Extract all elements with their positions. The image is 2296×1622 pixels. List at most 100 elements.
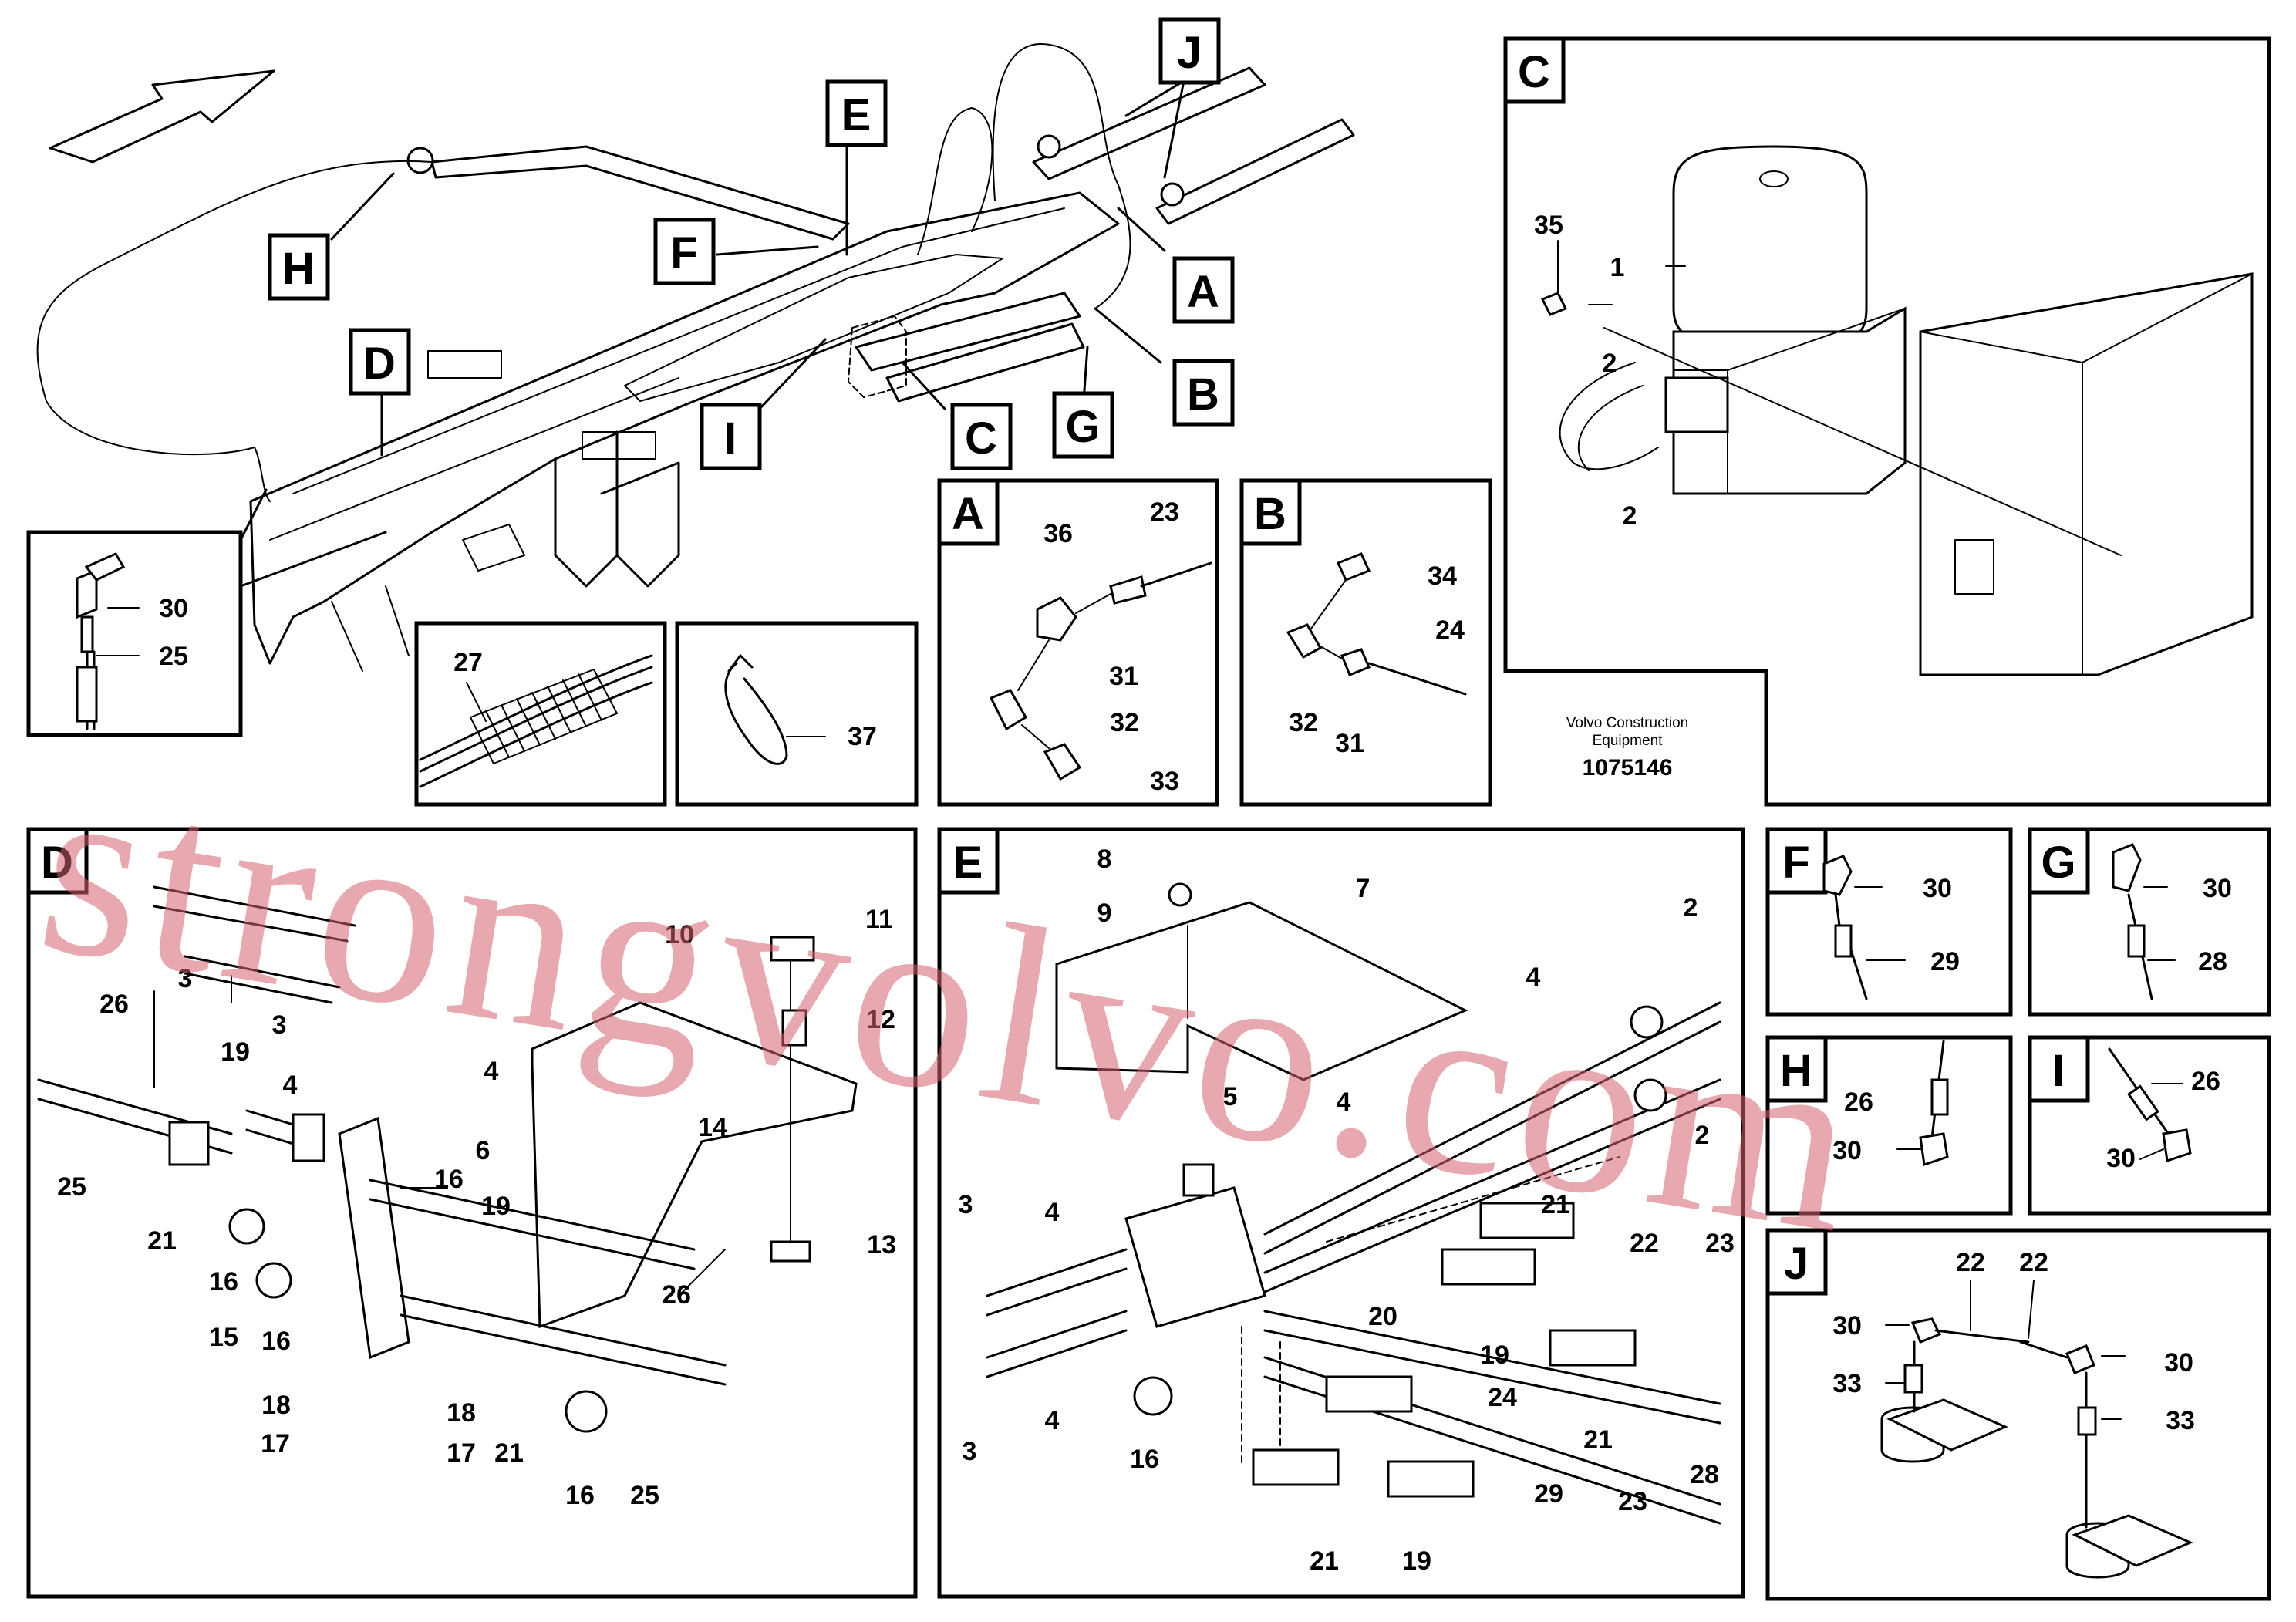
part-26b: 26 — [662, 1280, 691, 1310]
part-25: 25 — [159, 642, 188, 671]
detail-F-tag: F — [1782, 838, 1809, 888]
part-26: 26 — [99, 990, 129, 1019]
part-3b: 3 — [963, 1437, 977, 1466]
part-30: 30 — [1832, 1136, 1862, 1165]
part-25b: 25 — [630, 1481, 659, 1510]
detail-C-lubrication-unit: C 35 1 2 2 Volvo Construction Equipment … — [1503, 36, 2271, 807]
part-4b: 4 — [484, 1057, 499, 1086]
caption-line1: Volvo Construction — [1566, 715, 1688, 731]
part-26: 26 — [2191, 1067, 2220, 1096]
callout-E: E — [841, 90, 872, 140]
part-16b: 16 — [209, 1267, 238, 1297]
part-22b: 22 — [2019, 1248, 2048, 1277]
callout-F: F — [670, 228, 697, 278]
part-21c: 21 — [1310, 1546, 1339, 1576]
part-19a: 19 — [1480, 1340, 1509, 1370]
part-18a: 18 — [261, 1391, 291, 1420]
part-19b: 19 — [1402, 1546, 1431, 1576]
part-15: 15 — [209, 1323, 238, 1352]
callout-D: D — [363, 339, 396, 389]
part-21a: 21 — [1541, 1190, 1570, 1219]
inset-cable-tie: 37 — [675, 621, 919, 807]
callout-G: G — [1065, 402, 1100, 452]
detail-F: F 30 29 — [1765, 827, 2013, 1017]
detail-E-tag: E — [953, 838, 983, 888]
part-24: 24 — [1435, 615, 1465, 645]
part-33b: 33 — [2166, 1406, 2195, 1435]
detail-A-tag: A — [952, 489, 984, 539]
part-7: 7 — [1356, 874, 1371, 903]
part-36: 36 — [1043, 519, 1073, 548]
part-30b: 30 — [2164, 1348, 2193, 1378]
part-8: 8 — [1097, 845, 1112, 874]
part-19: 19 — [221, 1037, 250, 1067]
detail-A: A 36 23 31 32 33 — [937, 478, 1219, 807]
part-28: 28 — [1690, 1460, 1719, 1489]
part-4d: 4 — [1045, 1406, 1060, 1435]
detail-H: H 26 30 — [1765, 1035, 2013, 1216]
part-19b: 19 — [481, 1192, 511, 1221]
callout-I: I — [724, 413, 737, 464]
direction-arrow — [49, 69, 275, 164]
part-6: 6 — [476, 1136, 491, 1165]
part-23: 23 — [1150, 497, 1179, 527]
callout-B: B — [1187, 369, 1219, 420]
callout-C: C — [965, 413, 997, 464]
part-4b: 4 — [1337, 1088, 1351, 1117]
part-24: 24 — [1488, 1383, 1517, 1412]
callout-J: J — [1177, 28, 1202, 78]
part-1: 1 — [1610, 253, 1625, 282]
part-16d: 16 — [565, 1481, 595, 1510]
part-2a: 2 — [1684, 893, 1698, 922]
part-32: 32 — [1289, 708, 1318, 737]
part-26: 26 — [1844, 1088, 1873, 1117]
part-21b: 21 — [494, 1438, 524, 1468]
part-3b: 3 — [272, 1010, 287, 1040]
detail-H-tag: H — [1780, 1046, 1812, 1096]
callout-A: A — [1187, 267, 1219, 317]
part-3a: 3 — [178, 964, 193, 993]
inset-spiral-guard: 27 — [414, 621, 667, 807]
part-3a: 3 — [959, 1190, 973, 1219]
part-37: 37 — [848, 722, 877, 751]
part-22: 22 — [1630, 1229, 1659, 1258]
part-31: 31 — [1335, 729, 1364, 758]
part-13: 13 — [867, 1230, 896, 1259]
part-9: 9 — [1097, 899, 1112, 928]
part-17a: 17 — [261, 1429, 290, 1458]
boom-frame — [249, 191, 1120, 665]
part-23b: 23 — [1618, 1487, 1647, 1516]
part-14: 14 — [698, 1113, 727, 1142]
part-21: 21 — [147, 1226, 177, 1256]
part-25: 25 — [57, 1172, 86, 1202]
part-2-upper: 2 — [1603, 349, 1617, 378]
part-35: 35 — [1534, 211, 1563, 240]
part-18b: 18 — [447, 1398, 476, 1428]
detail-B: B 34 24 32 31 — [1239, 478, 1492, 807]
part-33a: 33 — [1832, 1369, 1862, 1398]
main-assembly-view: J E H F A D B I C G — [36, 17, 1355, 672]
part-16a: 16 — [434, 1165, 464, 1194]
part-4a: 4 — [1526, 963, 1541, 992]
part-10: 10 — [665, 920, 694, 949]
detail-G: G 30 28 — [2028, 827, 2271, 1017]
callout-H: H — [282, 244, 315, 294]
part-32: 32 — [1110, 708, 1139, 737]
part-16c: 16 — [261, 1327, 291, 1356]
part-29: 29 — [1534, 1479, 1563, 1509]
part-21b: 21 — [1583, 1425, 1613, 1455]
part-23a: 23 — [1705, 1229, 1735, 1258]
part-11: 11 — [865, 905, 893, 934]
detail-J: J 22 22 30 30 33 33 — [1765, 1228, 2271, 1601]
part-31: 31 — [1109, 662, 1138, 691]
detail-J-tag: J — [1784, 1239, 1809, 1289]
detail-I-tag: I — [2052, 1046, 2065, 1096]
detail-B-tag: B — [1254, 489, 1286, 539]
detail-D: D 3 3 26 19 4 4 6 10 11 12 14 25 21 16 — [26, 827, 918, 1599]
part-34: 34 — [1428, 561, 1457, 591]
detail-I: I 26 30 — [2028, 1035, 2271, 1216]
part-20: 20 — [1368, 1302, 1397, 1331]
part-30a: 30 — [1832, 1311, 1862, 1340]
